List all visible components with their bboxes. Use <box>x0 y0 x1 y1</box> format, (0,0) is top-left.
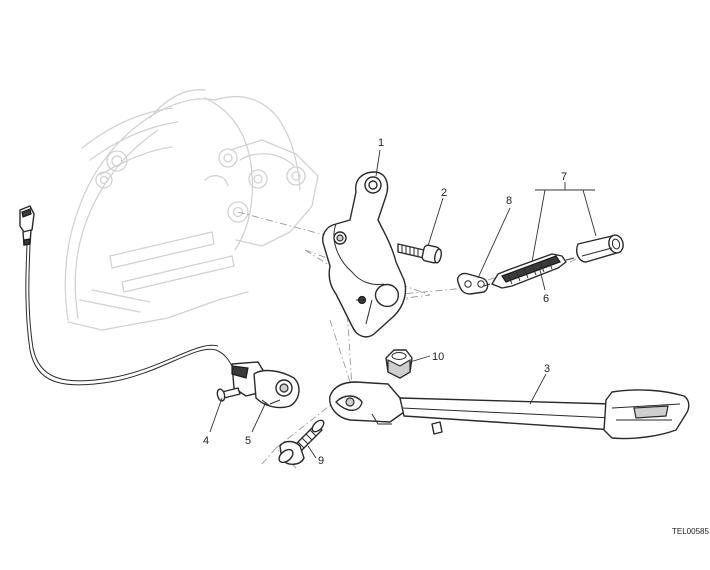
bushing-icon <box>576 234 624 263</box>
callout-7: 7 <box>561 171 567 183</box>
part-5-stand-switch <box>231 361 300 409</box>
leader-lines <box>209 149 597 459</box>
callout-2: 2 <box>441 187 447 199</box>
connector-plug-icon <box>19 205 35 246</box>
callout-9: 9 <box>318 455 324 467</box>
callout-6: 6 <box>543 293 549 305</box>
part-10-nut <box>385 349 413 379</box>
callout-10: 10 <box>432 351 444 363</box>
drawing-reference-code: TEL00585 <box>672 527 709 536</box>
callout-8: 8 <box>506 195 512 207</box>
switch-wiring-harness <box>19 205 235 386</box>
part-9-pivot-bolt <box>278 419 325 465</box>
part-8-clip-plate <box>456 272 489 295</box>
part-2-screw <box>397 243 442 264</box>
callout-1: 1 <box>378 137 384 149</box>
part-4-small-screw <box>216 387 241 402</box>
spring-icon <box>483 253 575 289</box>
callout-4: 4 <box>203 435 209 447</box>
callout-labels: 1 2 8 7 6 10 3 4 5 9 <box>203 137 567 467</box>
callout-3: 3 <box>544 363 550 375</box>
part-6-spring <box>483 253 575 289</box>
part-1-stand-bracket <box>322 171 407 338</box>
engine-casing-outline <box>64 89 319 331</box>
part-3-side-stand-leg <box>329 381 690 440</box>
part-7-bushing <box>576 234 624 263</box>
callout-5: 5 <box>245 435 251 447</box>
